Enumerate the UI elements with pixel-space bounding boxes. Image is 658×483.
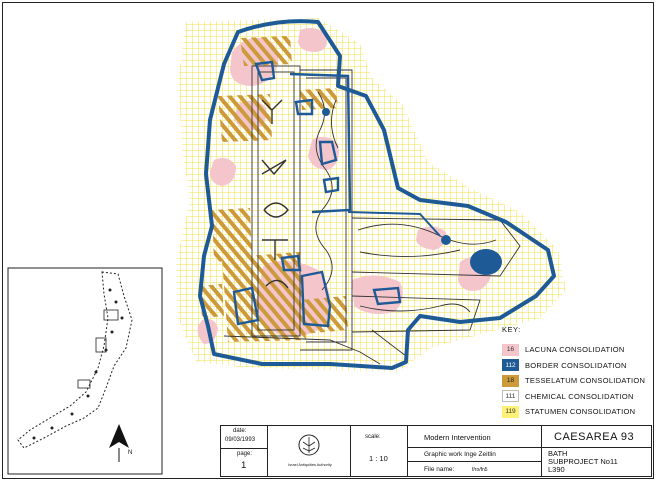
date-value: 09/03/1993 <box>225 437 256 443</box>
central-border-line <box>289 72 352 214</box>
key-label: CHEMICAL CONSOLIDATION <box>525 391 634 401</box>
key-label: TESSELATUM CONSOLIDATION <box>525 376 646 385</box>
file-name-label: File name: <box>424 466 455 473</box>
key-label: STATUMEN CONSOLIDATION <box>525 407 636 416</box>
scale-cell: scale: 1 : 10 <box>350 425 408 477</box>
key-label: BORDER CONSOLIDATION <box>525 360 627 370</box>
project-title: Modern Intervention <box>424 433 491 442</box>
key-row: 112 BORDER CONSOLIDATION <box>502 359 627 372</box>
site-name-cell: CAESAREA 93 <box>541 425 652 448</box>
key-swatch: 16 <box>502 343 519 356</box>
project-title-cell: Modern Intervention <box>407 425 542 448</box>
site-name: CAESAREA 93 <box>554 431 635 443</box>
page-label: page: <box>237 451 253 457</box>
key-row: 111 CHEMICAL CONSOLIDATION <box>502 390 634 403</box>
logo-caption: Israel Antiquities Authority <box>288 463 332 467</box>
date-cell: date: 09/03/1993 <box>220 425 268 449</box>
subproject-info: BATH SUBPROJECT No11 L390 <box>548 450 618 474</box>
authority-logo-icon <box>298 434 320 456</box>
date-label: date: <box>233 428 247 434</box>
scale-label: scale: <box>365 434 381 440</box>
key-row: 16 LACUNA CONSOLIDATION <box>502 343 625 356</box>
key-swatch: 18 <box>502 374 519 387</box>
file-name-cell: File name: f/ro/fn5 <box>407 461 542 477</box>
inset-site-plan <box>17 271 133 449</box>
key-swatch: 112 <box>502 359 519 371</box>
key-swatch: 119 <box>502 405 519 418</box>
graphic-work: Graphic work Inge Zeitlin <box>424 451 496 458</box>
mosaic-inner-design <box>223 65 521 365</box>
scale-value: 1 : 10 <box>369 454 388 463</box>
greek-inscription <box>261 99 289 289</box>
subproject-line-3: L390 <box>548 465 565 474</box>
north-arrow-icon <box>109 424 129 462</box>
logo-cell: Israel Antiquities Authority <box>267 425 351 477</box>
north-label: N <box>128 450 133 456</box>
drawing-frame <box>2 2 654 479</box>
inset-map-frame <box>7 267 163 475</box>
file-name-value: f/ro/fn5 <box>472 467 488 473</box>
key-row: 119 STATUMEN CONSOLIDATION <box>502 405 635 418</box>
key-label: LACUNA CONSOLIDATION <box>525 345 625 354</box>
graphic-work-cell: Graphic work Inge Zeitlin <box>407 447 542 462</box>
border-blob <box>470 249 502 275</box>
subproject-line-2: SUBPROJECT No11 <box>548 457 618 466</box>
border-patches <box>232 60 402 328</box>
page-cell: page: 1 <box>220 448 268 477</box>
subproject-line-1: BATH <box>548 449 568 458</box>
key-title: KEY: <box>502 325 521 334</box>
page-value: 1 <box>241 460 247 471</box>
key-swatch: 111 <box>502 390 519 402</box>
border-consolidation-outline <box>198 19 556 370</box>
key-row: 18 TESSELATUM CONSOLIDATION <box>502 374 645 387</box>
